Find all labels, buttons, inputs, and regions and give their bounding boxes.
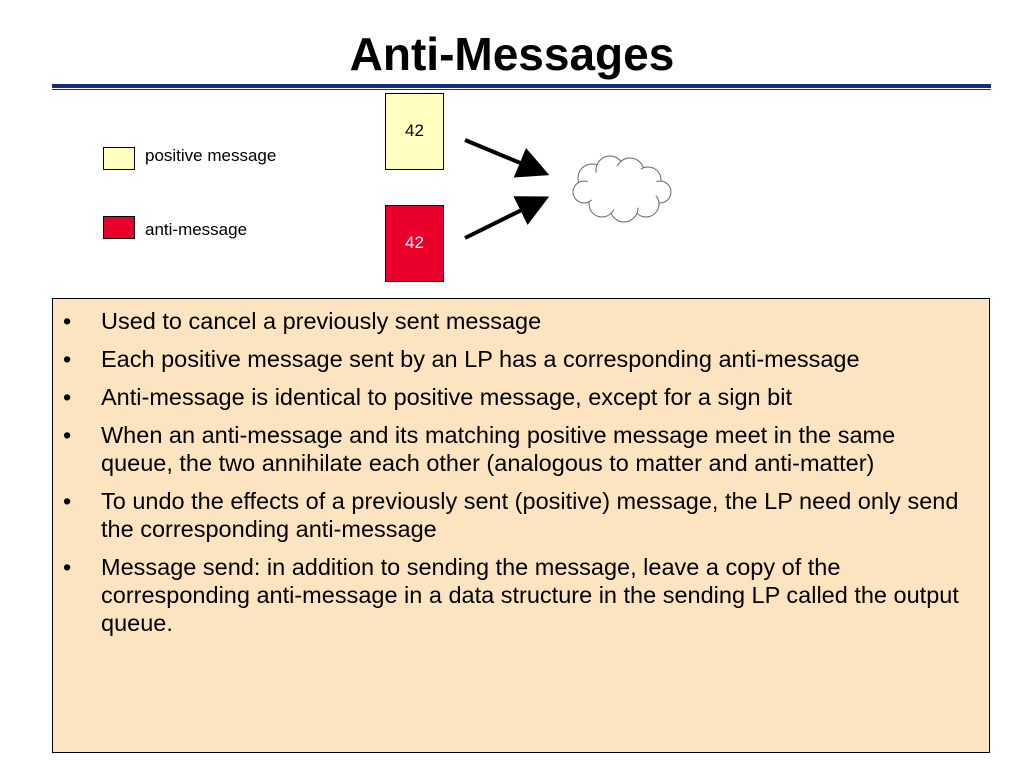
bullet-item: • When an anti-message and its matching p… [53,421,969,477]
title-divider-thin [52,89,991,90]
bullet-text: Each positive message sent by an LP has … [101,346,860,372]
legend-swatch-anti [103,216,135,239]
bullet-text: To undo the effects of a previously sent… [101,488,959,542]
bullet-glyph: • [63,384,72,410]
positive-message-box: 42 [385,93,444,170]
bullet-text: Message send: in addition to sending the… [101,554,959,636]
bullet-glyph: • [63,308,72,334]
bullet-item: • To undo the effects of a previously sen… [53,487,969,543]
legend-label-anti: anti-message [145,220,248,239]
content-panel: • Used to cancel a previously sent messag… [52,298,990,753]
anti-message-box: 42 [385,205,444,282]
cloud-icon [572,155,672,223]
bullet-item: • Anti-message is identical to positive m… [53,383,969,411]
bullet-list: • Used to cancel a previously sent messag… [53,299,989,637]
bullet-text: Anti-message is identical to positive me… [101,384,792,410]
positive-message-value: 42 [405,121,424,140]
anti-message-value: 42 [405,233,424,252]
bullet-glyph: • [63,488,72,514]
bullet-item: • Message send: in addition to sending th… [53,553,969,637]
anti-arrow [464,196,550,240]
bullet-item: • Used to cancel a previously sent messag… [53,307,969,335]
bullet-item: • Each positive message sent by an LP has… [53,345,969,373]
legend-swatch-positive [103,147,135,170]
bullet-text: Used to cancel a previously sent message [101,308,542,334]
slide-title: Anti-Messages [349,28,675,80]
bullet-glyph: • [63,554,72,580]
bullet-glyph: • [63,346,72,372]
title-divider [52,84,991,88]
annihilation-diagram [464,138,672,240]
bullet-glyph: • [63,422,72,448]
bullet-text: When an anti-message and its matching po… [101,422,896,476]
legend-label-positive: positive message [145,146,277,165]
positive-arrow [464,138,550,178]
